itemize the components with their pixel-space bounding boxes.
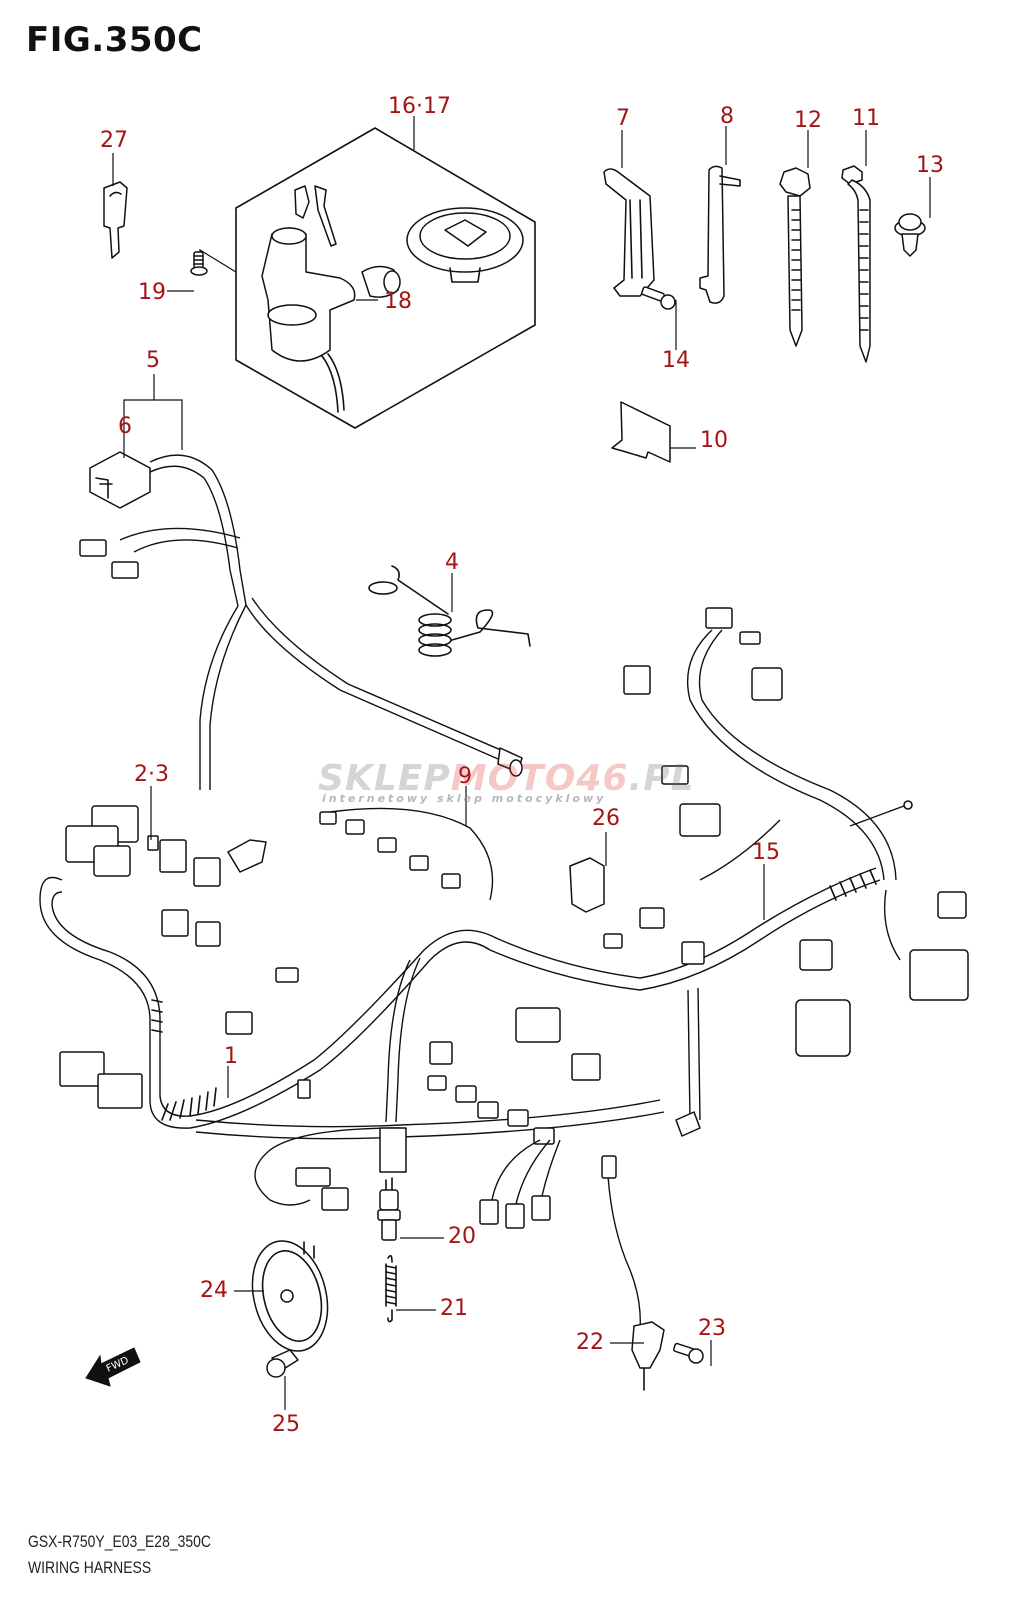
side-stand-switch-22[interactable] [601,1155,665,1391]
fuse-box-connector[interactable] [65,805,139,877]
connectors-bottom-left[interactable] [59,1051,143,1109]
screw-14[interactable] [641,286,676,310]
callout-6[interactable]: 6 [118,414,132,439]
callout-10[interactable]: 10 [700,428,728,453]
brake-plug[interactable] [379,1127,407,1173]
main-wiring-harness-1[interactable] [39,454,881,1331]
connectors-left-mid[interactable] [159,839,267,947]
connector-6[interactable] [89,451,151,509]
callout-27[interactable]: 27 [100,128,128,153]
callout-8[interactable]: 8 [720,104,734,129]
callout-2-3[interactable]: 2·3 [134,762,169,787]
connectors-right-cluster[interactable] [795,889,969,1057]
callout-18[interactable]: 18 [384,289,412,314]
fuse-2-3[interactable] [147,835,159,851]
leader-lines [112,116,931,1410]
callout-26[interactable]: 26 [592,806,620,831]
watermark-tagline: internetowy sklep motocyklowy [322,792,607,805]
callout-12[interactable]: 12 [794,108,822,133]
model-code: GSX-R750Y_E03_E28_350C [28,1532,211,1551]
callout-4[interactable]: 4 [445,550,459,575]
rear-brake-light-switch-20[interactable] [377,1177,401,1241]
bolt-19[interactable] [190,251,208,276]
relay-26[interactable] [569,857,605,913]
callout-11[interactable]: 11 [852,106,880,131]
callout-21[interactable]: 21 [440,1296,468,1321]
callout-23[interactable]: 23 [698,1316,726,1341]
connectors-center[interactable] [225,967,701,1229]
spring-21[interactable] [385,1254,397,1323]
clip-13[interactable] [894,213,926,257]
callout-25[interactable]: 25 [272,1412,300,1437]
callout-16-17[interactable]: 16·17 [388,94,451,119]
watermark-part3: .PL [628,758,695,799]
callout-9[interactable]: 9 [458,764,472,789]
callout-7[interactable]: 7 [616,106,630,131]
watermark-part2: MOTO46 [450,758,629,799]
callout-1[interactable]: 1 [224,1044,238,1069]
callout-15[interactable]: 15 [752,840,780,865]
callout-22[interactable]: 22 [576,1330,604,1355]
cable-tie-11[interactable] [841,165,871,363]
cover-10[interactable] [611,401,671,463]
callout-20[interactable]: 20 [448,1224,476,1249]
clamp-7[interactable] [603,168,655,297]
connector-small-a[interactable] [79,539,139,579]
wire-end-cylinder[interactable] [497,747,523,777]
key-blank-27[interactable] [103,181,128,259]
screw-23[interactable] [673,1342,704,1364]
callout-24[interactable]: 24 [200,1278,228,1303]
watermark-logo: SKLEPMOTO46.PL [318,758,694,799]
callout-13[interactable]: 13 [916,153,944,178]
torsion-spring-4[interactable] [368,565,531,657]
callout-19[interactable]: 19 [138,280,166,305]
harness-15-connectors[interactable] [603,607,913,965]
clamp-8[interactable] [699,165,741,304]
callout-14[interactable]: 14 [662,348,690,373]
cable-tie-12[interactable] [779,167,811,347]
ignition-switch-kit-box[interactable] [235,127,536,429]
figure-title: FIG.350C [26,20,203,60]
bolt-25[interactable] [266,1349,299,1378]
fwd-arrow-icon: FWD [85,1347,141,1387]
watermark-part1: SKLEP [318,758,451,799]
section-name: WIRING HARNESS [28,1558,152,1577]
callout-5[interactable]: 5 [146,348,160,373]
horn-24[interactable] [242,1233,339,1359]
ignition-lead-harness-9[interactable] [319,807,494,901]
